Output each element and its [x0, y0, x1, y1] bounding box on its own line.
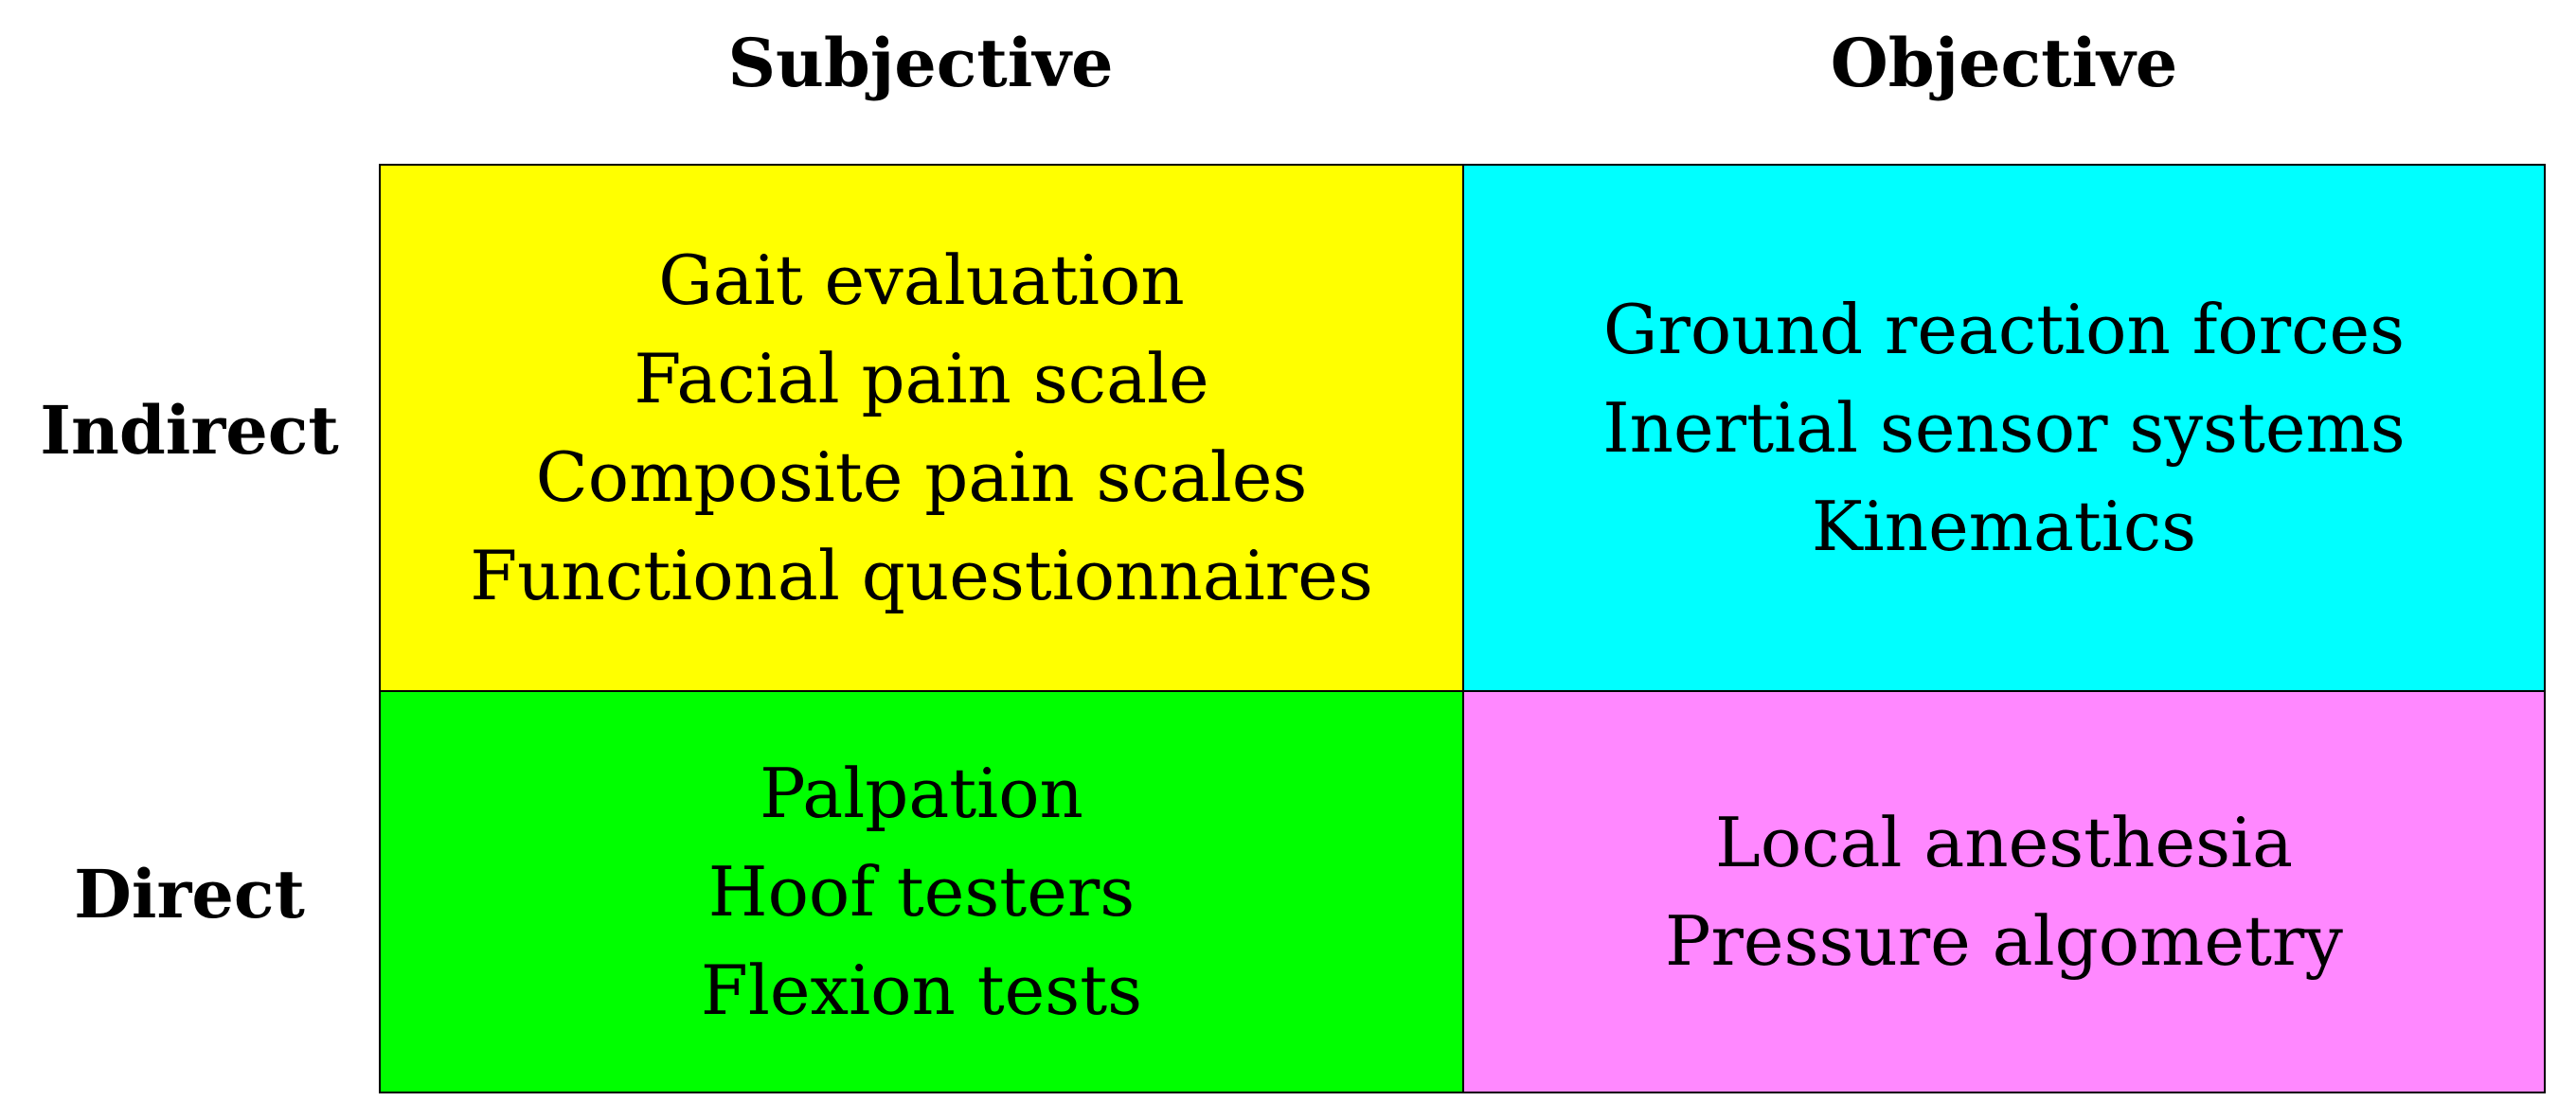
cell-direct-subjective: Palpation Hoof testers Flexion tests [381, 692, 1464, 1092]
cell-item: Pressure algometry [1665, 901, 2343, 981]
cell-item: Facial pain scale [634, 339, 1209, 418]
cell-indirect-objective: Ground reaction forces Inertial sensor s… [1464, 166, 2544, 692]
cell-direct-objective: Local anesthesia Pressure algometry [1464, 692, 2544, 1092]
cell-item: Local anesthesia [1715, 803, 2293, 882]
cell-item: Ground reaction forces [1602, 290, 2406, 369]
cell-item: Hoof testers [707, 852, 1136, 932]
cell-item: Flexion tests [700, 950, 1143, 1030]
cell-item: Functional questionnaires [470, 536, 1373, 615]
row-header-indirect: Indirect [40, 391, 339, 470]
cell-item: Kinematics [1811, 487, 2197, 566]
column-header-objective: Objective [1830, 24, 2178, 102]
cell-item: Composite pain scales [535, 437, 1308, 517]
cell-item: Palpation [760, 754, 1083, 833]
cell-indirect-subjective: Gait evaluation Facial pain scale Compos… [381, 166, 1464, 692]
cell-item: Gait evaluation [658, 240, 1185, 320]
row-header-direct: Direct [74, 855, 305, 933]
cell-item: Inertial sensor systems [1602, 388, 2406, 468]
column-header-subjective: Subjective [727, 24, 1114, 102]
quadrant-grid: Gait evaluation Facial pain scale Compos… [379, 164, 2546, 1093]
